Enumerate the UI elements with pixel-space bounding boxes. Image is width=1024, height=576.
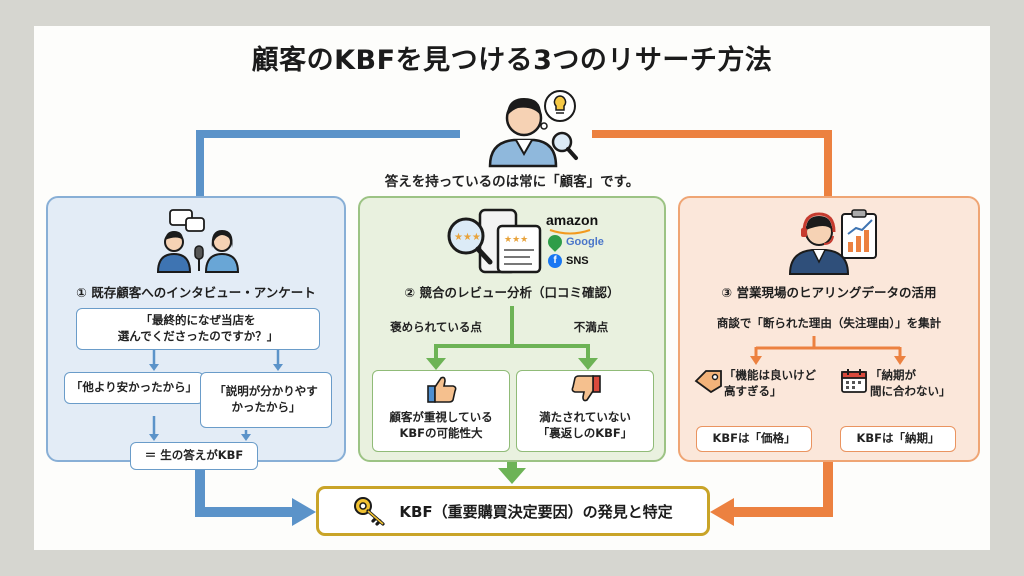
method3-summary: 商談で「断られた理由（失注理由）」を集計 [716,316,942,330]
facebook-icon: f [548,254,562,268]
page-title: 顧客のKBFを見つける3つのリサーチ方法 [251,45,773,76]
connector-bottom-left [195,456,296,517]
lightbulb-icon [553,95,567,111]
brand-amazon: amazon [546,212,599,228]
method2-label-complaint: 不満点 [573,320,609,334]
final-result-label: KBF（重要購買決定要因）の発見と特定 [399,502,673,521]
method1-conclusion: ＝ 生の答えがKBF [130,442,258,470]
key-icon [354,497,385,526]
thumbs-up-icon [427,376,457,403]
clipboard-chart-icon [841,209,877,259]
method2-label-praise: 褒められている点 [390,320,482,334]
method3-title: ③ 営業現場のヒアリングデータの活用 [721,285,937,300]
method1-title: ① 既存顧客へのインタビュー・アンケート [76,285,316,300]
svg-text:★★★: ★★★ [454,232,481,243]
method1-question: 「最終的になぜ当店を 選んでくださったのですか？」 [76,308,320,350]
sales-headset-icon [788,209,877,275]
connector-bottom-center [507,456,517,470]
method2-branch-arrows [426,306,598,370]
phone-review-icon: ★★★ ★★★ [447,208,542,274]
connector-top-right [592,130,832,198]
arrow-head-blue [292,498,316,526]
amazon-smile-icon [549,229,591,235]
svg-text:★★★: ★★★ [504,235,528,245]
microphone-icon [194,245,204,271]
subtitle: 答えを持っているのは常に「顧客」です。 [384,174,640,190]
connector-bottom-right [730,456,833,517]
method3-reason-right: 「納期が 間に合わない」 [870,368,951,398]
price-tag-icon [694,370,722,394]
connector-top-left [196,130,460,198]
magnifier-icon [551,131,578,160]
interview-people-icon [156,209,240,273]
method3-reason-left: 「機能は良いけど 高すぎる」 [724,368,816,398]
thumbs-down-icon [571,375,601,402]
flow-arrows [195,130,833,526]
method1-answer-right: 「説明が分かりやす かったから」 [200,372,332,428]
method3-kbf-right: KBFは「納期」 [840,426,956,452]
method3-kbf-left: KBFは「価格」 [696,426,812,452]
method1-answer-left: 「他より安かったから」 [64,372,204,404]
infographic-canvas: 顧客のKBFを見つける3つのリサーチ方法 答えを持っているのは常に「顧客」です。… [34,26,990,550]
final-result-box: KBF（重要購買決定要因）の発見と特定 [316,486,710,536]
brand-sns: SNS [566,255,589,267]
calendar-icon [841,369,867,393]
method1-arrows [149,350,283,441]
brand-google: Google [566,236,604,248]
method2-complaint-result: 満たされていない 「裏返しのKBF」 [537,410,633,440]
customer-thinking-icon [488,90,578,168]
arrow-head-green [498,468,526,484]
magnifier-review-icon: ★★★ [447,217,493,265]
method2-praise-result: 顧客が重視している KBFの可能性大 [389,410,493,440]
arrow-head-orange [710,498,734,526]
method2-title: ② 競合のレビュー分析（口コミ確認） [404,285,620,300]
